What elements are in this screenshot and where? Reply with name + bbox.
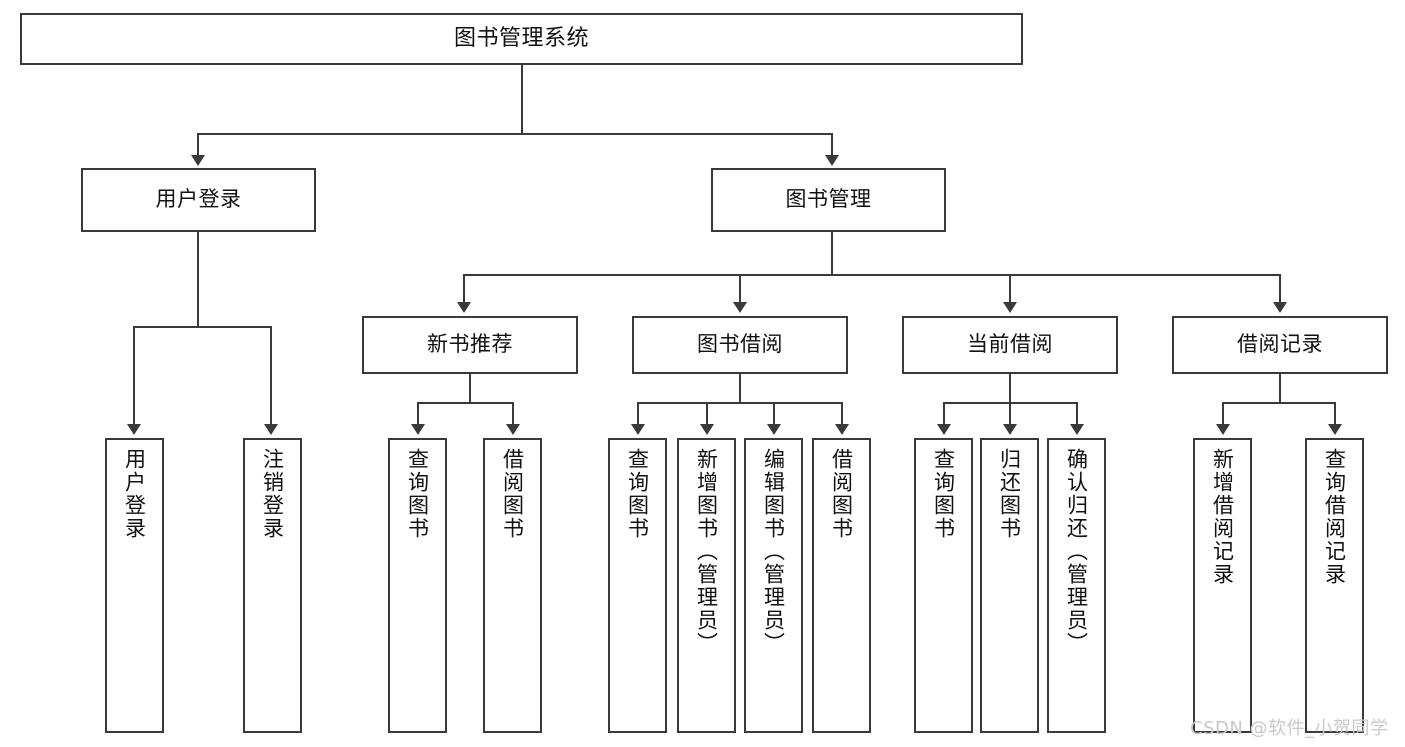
arrow-to-leaf-borrow-book-1: [506, 424, 520, 435]
node-label: 归还图书: [997, 448, 1022, 540]
connector-bb-drop-2: [706, 402, 708, 426]
connector-user-login-stem: [197, 232, 199, 326]
connector-root-bus: [197, 133, 833, 135]
node-label: 借阅图书: [500, 448, 525, 540]
connector-cb-drop-3: [1076, 402, 1078, 426]
arrow-to-leaf-user-login: [127, 424, 141, 435]
node-label: 查询图书: [405, 448, 430, 540]
node-label: 编辑图书（管理员）: [761, 448, 786, 655]
node-leaf-confirm-return[interactable]: 确认归还（管理员）: [1047, 438, 1106, 733]
node-label: 确认归还（管理员）: [1064, 448, 1089, 655]
node-book-borrow[interactable]: 图书借阅: [632, 316, 848, 374]
node-leaf-query-book-1[interactable]: 查询图书: [388, 438, 447, 733]
node-leaf-user-login[interactable]: 用户登录: [105, 438, 164, 733]
node-borrow-record[interactable]: 借阅记录: [1172, 316, 1388, 374]
arrow-to-leaf-query-book-1: [411, 424, 425, 435]
node-label: 图书管理: [785, 187, 872, 212]
connector-bb-drop-3: [773, 402, 775, 426]
node-label: 注销登录: [260, 448, 285, 540]
connector-bm-drop-1: [463, 274, 465, 304]
node-label: 图书借阅: [697, 332, 783, 357]
node-book-manage[interactable]: 图书管理: [711, 168, 946, 232]
arrow-to-leaf-query-book-3: [937, 424, 951, 435]
arrow-to-leaf-logout: [264, 424, 278, 435]
node-label: 借阅记录: [1237, 332, 1323, 357]
arrow-to-leaf-return-book: [1003, 424, 1017, 435]
node-leaf-borrow-book-2[interactable]: 借阅图书: [812, 438, 871, 733]
node-leaf-add-record[interactable]: 新增借阅记录: [1193, 438, 1252, 733]
node-leaf-add-book[interactable]: 新增图书（管理员）: [677, 438, 736, 733]
arrow-root-to-book-manage: [825, 155, 839, 166]
connector-nbr-drop-2: [512, 402, 514, 426]
node-label: 新增图书（管理员）: [694, 448, 719, 655]
node-leaf-edit-book[interactable]: 编辑图书（管理员）: [744, 438, 803, 733]
arrow-to-new-book-rec: [457, 302, 471, 313]
connector-root-stem: [521, 65, 523, 133]
connector-bb-drop-1: [637, 402, 639, 426]
node-label: 查询图书: [931, 448, 956, 540]
arrow-to-leaf-confirm-return: [1070, 424, 1084, 435]
node-leaf-query-book-3[interactable]: 查询图书: [914, 438, 973, 733]
connector-cb-drop-2: [1009, 402, 1011, 426]
connector-root-to-user-login: [197, 133, 199, 157]
arrow-to-leaf-add-book: [700, 424, 714, 435]
arrow-to-leaf-borrow-book-2: [835, 424, 849, 435]
node-leaf-query-record[interactable]: 查询借阅记录: [1305, 438, 1364, 733]
arrow-to-leaf-query-book-2: [631, 424, 645, 435]
arrow-to-leaf-add-record: [1216, 424, 1230, 435]
connector-bb-drop-4: [841, 402, 843, 426]
arrow-to-book-borrow: [733, 302, 747, 313]
node-label: 当前借阅: [967, 332, 1053, 357]
node-label: 新增借阅记录: [1210, 448, 1235, 586]
connector-book-manage-stem: [831, 232, 833, 274]
connector-user-login-drop-2: [270, 326, 272, 426]
connector-nbr-stem: [469, 374, 471, 402]
node-user-login[interactable]: 用户登录: [81, 168, 316, 232]
arrow-to-borrow-record: [1273, 302, 1287, 313]
node-label: 新书推荐: [427, 332, 513, 357]
node-leaf-logout[interactable]: 注销登录: [243, 438, 302, 733]
connector-bm-drop-4: [1279, 274, 1281, 304]
connector-bb-bus: [637, 402, 842, 404]
node-label: 借阅图书: [829, 448, 854, 540]
node-label: 用户登录: [155, 187, 242, 212]
connector-user-login-drop-1: [133, 326, 135, 426]
connector-bm-drop-3: [1009, 274, 1011, 304]
node-label: 图书管理系统: [453, 25, 589, 51]
connector-cb-stem: [1009, 374, 1011, 402]
connector-br-drop-2: [1334, 402, 1336, 426]
node-label: 查询借阅记录: [1322, 448, 1347, 586]
node-label: 查询图书: [625, 448, 650, 540]
connector-br-bus: [1222, 402, 1335, 404]
node-leaf-return-book[interactable]: 归还图书: [980, 438, 1039, 733]
connector-nbr-drop-1: [417, 402, 419, 426]
arrow-to-leaf-query-record: [1328, 424, 1342, 435]
node-new-book-rec[interactable]: 新书推荐: [362, 316, 578, 374]
node-label: 用户登录: [122, 448, 147, 540]
arrow-root-to-user-login: [191, 155, 205, 166]
connector-root-to-book-manage: [831, 133, 833, 157]
csdn-watermark: CSDN @软件_小贺同学: [1190, 718, 1389, 739]
arrow-to-current-borrow: [1003, 302, 1017, 313]
connector-br-stem: [1279, 374, 1281, 402]
connector-nbr-bus: [417, 402, 513, 404]
node-root[interactable]: 图书管理系统: [20, 13, 1023, 65]
arrow-to-leaf-edit-book: [767, 424, 781, 435]
connector-bb-stem: [739, 374, 741, 402]
connector-user-login-bus: [133, 326, 271, 328]
node-leaf-query-book-2[interactable]: 查询图书: [608, 438, 667, 733]
connector-cb-drop-1: [943, 402, 945, 426]
connector-br-drop-1: [1222, 402, 1224, 426]
connector-bm-drop-2: [739, 274, 741, 304]
node-leaf-borrow-book-1[interactable]: 借阅图书: [483, 438, 542, 733]
connector-book-manage-bus: [463, 274, 1280, 276]
node-current-borrow[interactable]: 当前借阅: [902, 316, 1118, 374]
